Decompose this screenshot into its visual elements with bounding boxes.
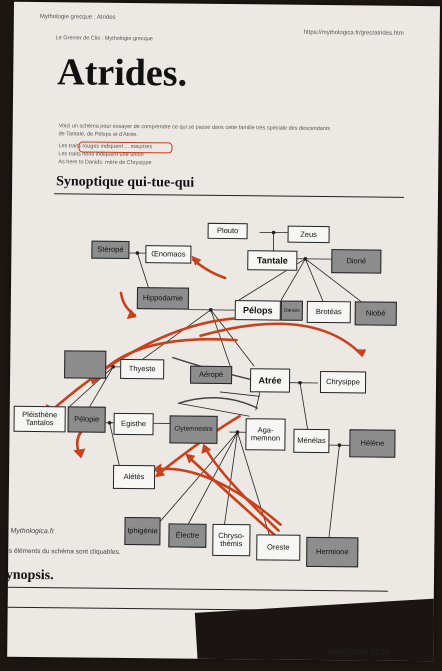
family-tree-lines — [45, 230, 367, 544]
node-aletes[interactable]: Alétès — [112, 464, 156, 490]
node-tantale[interactable]: Tantale — [247, 250, 298, 271]
node-thyeste[interactable]: Thyeste — [120, 358, 165, 380]
node-pelops[interactable]: Pélops — [234, 300, 281, 321]
node-egisthe[interactable]: Egisthe — [113, 412, 154, 436]
node-dione[interactable]: Dioné — [331, 249, 382, 274]
node-aerope[interactable]: Aéropé — [190, 365, 233, 385]
node-clytemnestre[interactable]: Clytemnestre — [169, 415, 218, 444]
node-atree[interactable]: Atrée — [249, 368, 291, 393]
timestamp: 10/02/2026 18:28 — [327, 647, 390, 657]
node-helene[interactable]: Hélène — [349, 429, 396, 458]
node-zeus[interactable]: Zeus — [287, 225, 330, 244]
node-chrysippe[interactable]: Chrysippe — [319, 370, 367, 394]
node-broteas[interactable]: Brotéas — [306, 300, 351, 324]
footer-brand: Mythologica.fr — [10, 527, 55, 536]
node-hermione[interactable]: Hermione — [306, 536, 359, 568]
printed-page: Mythologie grecque : Atrides https://myt… — [7, 1, 440, 662]
node-pelopie[interactable]: Pélopie — [67, 406, 106, 433]
node-oreste[interactable]: Oreste — [256, 534, 301, 561]
section-synopsis: Synopsis. — [7, 567, 54, 584]
node-chrysothemis[interactable]: Chryso- thémis — [212, 523, 251, 557]
node-electre[interactable]: Électre — [168, 523, 207, 548]
node-menelas[interactable]: Ménélas — [293, 428, 330, 454]
node-iphigenie[interactable]: Iphigénie — [124, 516, 161, 546]
node-unnamed[interactable] — [64, 350, 107, 379]
node-pleisthene-tantalos[interactable]: Pléisthène Tantalos — [13, 405, 66, 433]
node-oenomaos[interactable]: Œnomaos — [145, 245, 192, 264]
node-niobe[interactable]: Niobé — [354, 301, 397, 326]
node-hippodamie[interactable]: Hippodamie — [136, 287, 190, 310]
footer-note: rtains éléments du schéma sont cliquable… — [7, 547, 121, 556]
node-danais[interactable]: Danaïs — [280, 300, 303, 321]
node-plouto[interactable]: Plouto — [207, 222, 248, 240]
node-agamemnon[interactable]: Aga- memnon — [245, 418, 286, 451]
node-sterope[interactable]: Stéropé — [91, 240, 130, 259]
